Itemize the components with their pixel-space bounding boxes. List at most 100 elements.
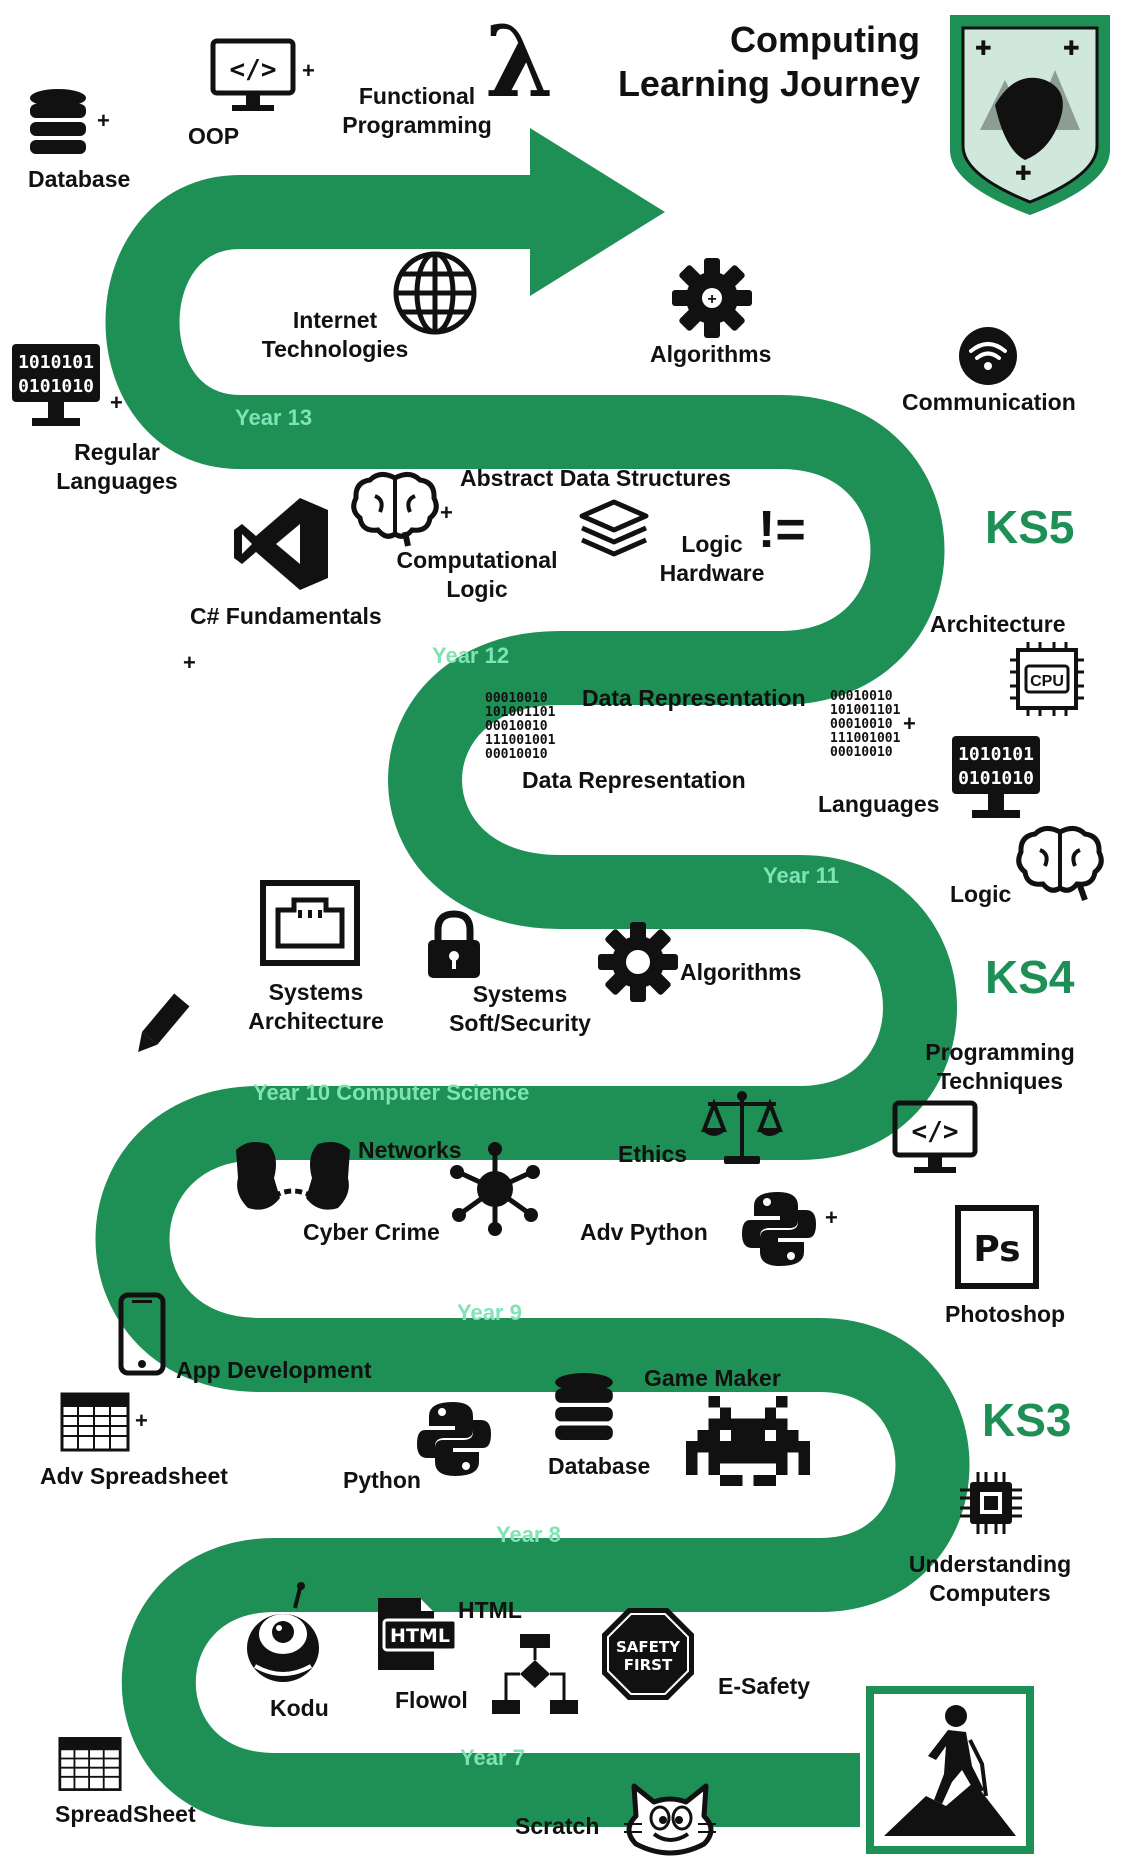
cpu-icon: CPU [1010, 642, 1084, 716]
topic-languages: Languages [818, 791, 940, 817]
topic-photoshop: Photoshop [945, 1301, 1066, 1327]
chip-icon [960, 1472, 1022, 1534]
wifi-icon [959, 327, 1017, 385]
topic-algorithms-ks4: Algorithms [680, 959, 802, 985]
svg-text:1010101: 1010101 [18, 352, 94, 373]
topic-flowol: Flowol [395, 1687, 468, 1713]
year-12-label: Year 12 [432, 643, 510, 668]
topic-database-ks3: Database [548, 1453, 651, 1479]
not-equal-icon: != [758, 501, 806, 559]
topic-oop: OOP [188, 123, 240, 149]
year-13-label: Year 13 [235, 405, 313, 430]
kodu-robot-icon [247, 1582, 319, 1682]
spreadsheet-icon [58, 1737, 122, 1791]
python-icon [742, 1192, 816, 1266]
hiker-icon [866, 1686, 1034, 1854]
globe-icon [393, 251, 477, 335]
brain-icon [351, 472, 439, 547]
year-11-label: Year 11 [763, 863, 839, 888]
flowchart-icon [492, 1634, 578, 1714]
year-7-label: Year 7 [460, 1745, 525, 1770]
svg-text:0101010: 0101010 [958, 768, 1034, 789]
svg-text:✚: ✚ [1015, 161, 1032, 185]
svg-text:101001101: 101001101 [830, 703, 901, 718]
database-icon [30, 89, 86, 154]
svg-text:+: + [707, 291, 716, 308]
brain-icon [1016, 826, 1104, 902]
database-icon [555, 1373, 613, 1440]
photoshop-icon: Ps [955, 1205, 1039, 1289]
svg-text:HTML: HTML [390, 1625, 450, 1647]
topic-data-representation-lower: Data Representation [522, 767, 746, 793]
svg-text:0101010: 0101010 [18, 376, 94, 397]
svg-text:</>: </> [912, 1117, 959, 1147]
topic-communication: Communication [902, 389, 1076, 415]
svg-text:1010101: 1010101 [958, 744, 1034, 765]
topic-html: HTML [458, 1597, 522, 1623]
svg-text:FIRST: FIRST [624, 1656, 673, 1674]
visual-studio-icon [234, 498, 328, 590]
handcuffs-icon [236, 1142, 350, 1210]
plus-icon: + [302, 58, 315, 83]
binary-monitor-icon: 1010101 0101010 [952, 736, 1040, 818]
topic-abstract-data-structures: Abstract Data Structures [460, 465, 731, 491]
svg-text:101001101: 101001101 [485, 705, 556, 720]
ks5-label: KS5 [985, 501, 1075, 553]
svg-text:</>: </> [230, 55, 277, 85]
html-file-icon: HTML [378, 1598, 458, 1670]
topic-cyber-crime: Cyber Crime [303, 1219, 440, 1245]
topic-adv-spreadsheet: Adv Spreadsheet [40, 1463, 228, 1489]
svg-text:00010010: 00010010 [830, 745, 893, 760]
topic-kodu: Kodu [270, 1695, 329, 1721]
ks3-label: KS3 [982, 1394, 1072, 1446]
code-monitor-icon: </> [210, 38, 296, 111]
svg-text:SAFETY: SAFETY [616, 1638, 681, 1656]
year-8-label: Year 8 [496, 1522, 561, 1547]
svg-text:111001001: 111001001 [830, 731, 901, 746]
svg-text:111001001: 111001001 [485, 733, 556, 748]
svg-text:✚: ✚ [975, 36, 992, 60]
svg-text:✚: ✚ [1063, 36, 1080, 60]
topic-database-ks5: Database [28, 166, 131, 192]
topic-scratch: Scratch [515, 1813, 600, 1839]
plus-icon: + [825, 1205, 838, 1230]
topic-python: Python [343, 1467, 421, 1493]
layers-icon [579, 499, 649, 557]
network-hub-icon [450, 1142, 540, 1236]
school-crest-icon: ✚ ✚ ✚ [950, 15, 1110, 215]
topic-app-development: App Development [176, 1357, 372, 1383]
poster-title: Computing Learning Journey [618, 18, 920, 106]
topic-game-maker: Game Maker [644, 1365, 781, 1391]
year-10-label: Year 10 Computer Science [253, 1080, 530, 1105]
pencil-icon [138, 993, 190, 1053]
title-line-2: Learning Journey [617, 63, 920, 104]
scratch-cat-icon [624, 1783, 716, 1856]
safety-first-sign-icon: SAFETY FIRST [602, 1608, 694, 1700]
topic-e-safety: E-Safety [718, 1673, 811, 1699]
svg-text:00010010: 00010010 [485, 747, 548, 762]
python-icon [417, 1402, 491, 1476]
svg-text:00010010: 00010010 [485, 691, 548, 706]
topic-ethics: Ethics [618, 1141, 688, 1167]
topic-networks: Networks [358, 1137, 462, 1163]
topic-csharp-fundamentals: C# Fundamentals [190, 603, 382, 629]
plus-icon: + [110, 390, 123, 415]
plus-icon: + [903, 711, 916, 736]
plus-icon: + [440, 500, 453, 525]
plus-icon: + [183, 650, 196, 675]
lambda-icon: λ [485, 5, 554, 120]
title-line-1: Computing [730, 19, 920, 60]
svg-text:00010010: 00010010 [830, 717, 893, 732]
topic-algorithms-ks5: Algorithms [650, 341, 772, 367]
topic-spreadsheet: SpreadSheet [55, 1801, 196, 1827]
